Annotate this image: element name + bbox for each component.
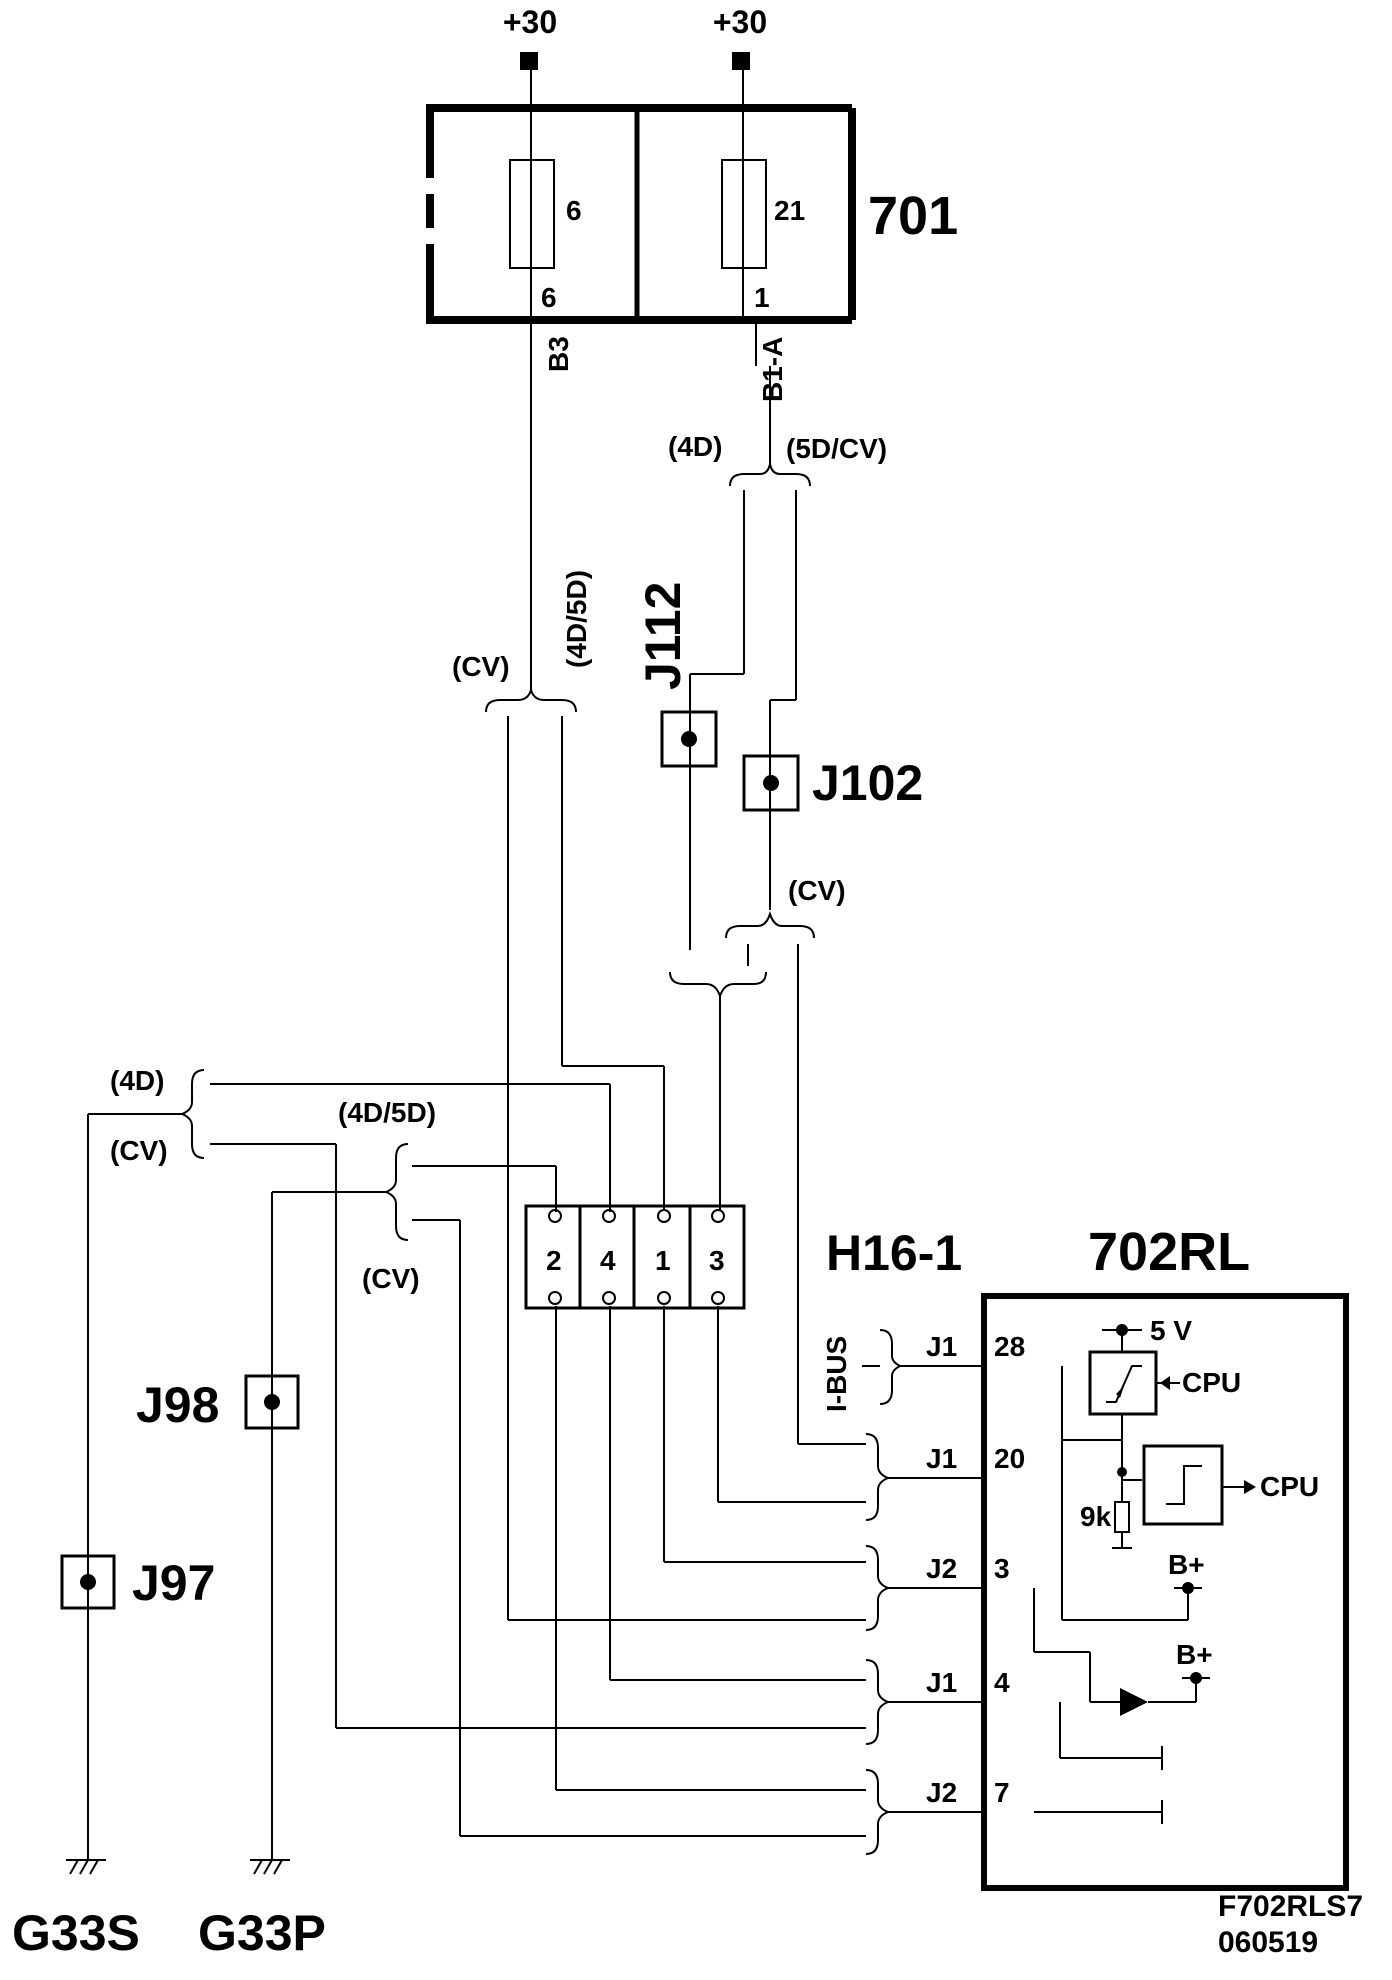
- pin-4-num: 4: [994, 1667, 1010, 1698]
- wire-b3-label: B3: [543, 336, 574, 372]
- variant-cv-mid: (CV): [788, 875, 846, 906]
- module-internal-circuit: [1033, 1324, 1256, 1824]
- supply-wires: [530, 70, 771, 692]
- bplus-label-2: B+: [1176, 1639, 1213, 1670]
- supply-left-terminal: [520, 52, 538, 70]
- module-702rl-box: [981, 1293, 1349, 1891]
- splice-j98-box: [244, 1374, 300, 1430]
- splice-j97-label: J97: [132, 1555, 215, 1611]
- h16-pin-3: 3: [709, 1245, 725, 1276]
- splice-j97-dot: [80, 1574, 96, 1590]
- fuse-left-pin: 6: [541, 282, 557, 313]
- supply-left-label: +30: [503, 4, 557, 40]
- footer-code: F702RLS7: [1218, 1890, 1363, 1923]
- variant-4d-right: (4D): [668, 431, 722, 462]
- supply-right-terminal: [732, 52, 750, 70]
- splice-j112-label: J112: [635, 582, 691, 690]
- resistor-label: 9k: [1080, 1501, 1112, 1532]
- j112-wires: [689, 490, 797, 950]
- pin-28-num: 28: [994, 1331, 1025, 1362]
- brace-cv-mid: [725, 910, 815, 939]
- pin-3-conn: J2: [926, 1553, 957, 1584]
- variant-4d-left: (4D): [110, 1065, 164, 1096]
- footer-date: 060519: [1218, 1926, 1318, 1959]
- cpu-input-label: CPU: [1182, 1367, 1241, 1398]
- pin-7-conn: J2: [926, 1777, 957, 1808]
- module-input-braces: [862, 1329, 903, 1855]
- bus-label: I-BUS: [821, 1336, 852, 1412]
- supply-right-label: +30: [713, 4, 767, 40]
- pin-3-num: 3: [994, 1553, 1010, 1584]
- brace-4d5d-cv-left: [383, 1143, 409, 1241]
- wire-b1a-label: B1-A: [757, 337, 788, 402]
- brace-4d-cv-left: [179, 1069, 205, 1159]
- fuse-right-number: 21: [774, 195, 805, 226]
- ground-symbol-g33s: [66, 1838, 106, 1875]
- fuse-right-pin: 1: [754, 282, 770, 313]
- brace-join-j112: [669, 971, 767, 1000]
- variant-cv-top: (CV): [452, 651, 510, 682]
- splice-j97-box: [60, 1554, 116, 1610]
- module-pin-lines: [888, 1365, 984, 1813]
- fuse-box-id: 701: [868, 186, 958, 246]
- brace-cv-4d5d-top: [485, 686, 577, 713]
- fuse-left-number: 6: [566, 195, 582, 226]
- pin-4-conn: J1: [926, 1667, 957, 1698]
- variant-5dcv: (5D/CV): [786, 433, 887, 464]
- bplus-label-1: B+: [1168, 1549, 1205, 1580]
- connector-output-wires: [336, 1306, 866, 1837]
- variant-4d5d-left: (4D/5D): [338, 1097, 436, 1128]
- h16-pin-4: 4: [600, 1245, 616, 1276]
- pin-20-conn: J1: [926, 1443, 957, 1474]
- variant-4d5d-top: (4D/5D): [561, 570, 592, 668]
- connector-h16-1: [524, 1204, 746, 1310]
- pin-28-conn: J1: [926, 1331, 957, 1362]
- pin-20-num: 20: [994, 1443, 1025, 1474]
- ground-g33s-label: G33S: [12, 1905, 140, 1961]
- splice-j102-label: J102: [812, 755, 923, 811]
- left-wiring: [87, 1083, 611, 1838]
- splice-j112-box: [660, 710, 718, 768]
- splice-j102-box: [742, 754, 800, 812]
- h16-pin-1: 1: [655, 1245, 671, 1276]
- module-name: 702RL: [1088, 1222, 1250, 1282]
- ground-symbol-g33p: [250, 1838, 290, 1875]
- cpu-output-label: CPU: [1260, 1471, 1319, 1502]
- supply-5v-label: 5 V: [1150, 1315, 1192, 1346]
- splice-j98-dot: [264, 1394, 280, 1410]
- splice-j112-dot: [681, 731, 697, 747]
- wire-to-pin1: [561, 716, 665, 1212]
- variant-cv-left: (CV): [110, 1135, 168, 1166]
- variant-cv-low: (CV): [362, 1263, 420, 1294]
- h16-pin-2: 2: [546, 1245, 562, 1276]
- brace-4d-5dcv: [729, 463, 811, 487]
- connector-h16-label: H16-1: [826, 1225, 962, 1281]
- splice-j102-dot: [763, 775, 779, 791]
- ground-g33p-label: G33P: [198, 1905, 326, 1961]
- pin-7-num: 7: [994, 1777, 1010, 1808]
- splice-j98-label: J98: [136, 1377, 219, 1433]
